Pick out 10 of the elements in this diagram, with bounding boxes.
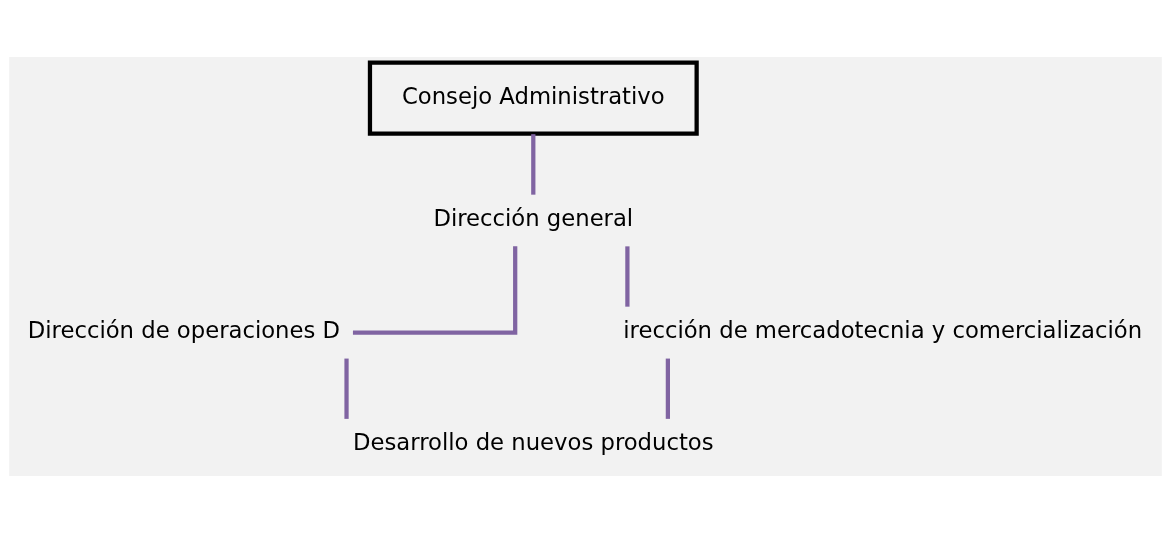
connector — [625, 246, 630, 307]
node-box: Consejo Administrativo — [367, 60, 699, 136]
node-text: Dirección de operaciones D — [27, 316, 341, 343]
connector — [344, 358, 349, 419]
node-text: Desarrollo de nuevos productos — [353, 429, 714, 456]
node-text: Dirección general — [433, 204, 634, 231]
node-text: irección de mercadotecnia y comercialización — [623, 316, 1143, 343]
connector — [352, 246, 518, 335]
connector — [665, 358, 670, 419]
connector — [531, 134, 536, 195]
